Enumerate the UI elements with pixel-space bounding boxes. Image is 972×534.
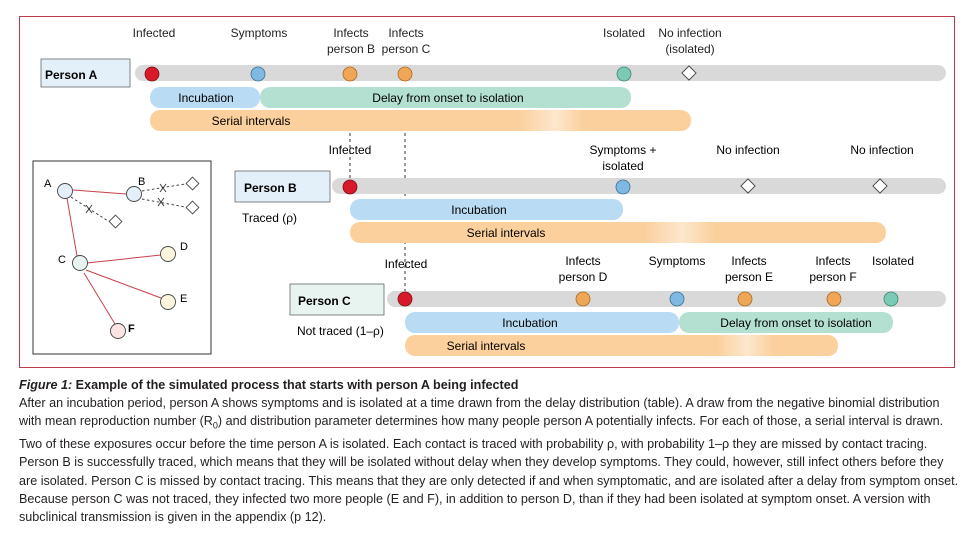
person-a-label: Person A xyxy=(45,68,98,82)
no-infection-diamond xyxy=(681,65,697,81)
person-c-label: Person C xyxy=(298,294,351,308)
infects-c-label: Infects xyxy=(388,26,423,40)
symptoms-dot xyxy=(669,291,685,307)
node-blocked-diamond xyxy=(185,200,200,215)
figure-label: Figure 1: xyxy=(19,378,73,392)
isolated-label: Isolated xyxy=(872,254,914,268)
infects-dot xyxy=(826,291,842,307)
person-c-box xyxy=(289,283,385,316)
person-c-status: Not traced (1–ρ) xyxy=(297,324,384,338)
incubation-label: Incubation xyxy=(178,91,233,105)
person-a-box xyxy=(40,58,131,88)
infected-label: Infected xyxy=(329,143,372,157)
timeline-track xyxy=(135,65,946,81)
incubation-bar xyxy=(350,199,623,220)
incubation-label: Incubation xyxy=(451,203,506,217)
delay-label: Delay from onset to isolation xyxy=(720,316,871,330)
infected-dot xyxy=(397,291,413,307)
edge-c-d xyxy=(86,254,162,264)
infects-dot xyxy=(737,291,753,307)
serial-label: Serial intervals xyxy=(467,226,546,240)
infects-dot xyxy=(397,66,413,82)
infects-d-label-2: person D xyxy=(559,270,608,284)
infects-b-label-2: person B xyxy=(327,42,375,56)
caption-title-text: Example of the simulated process that st… xyxy=(72,378,519,392)
node-b xyxy=(126,186,142,202)
figure-caption: Figure 1: Example of the simulated proce… xyxy=(19,376,959,526)
isolated-label: Isolated xyxy=(603,26,645,40)
infects-dot xyxy=(342,66,358,82)
transmission-diagram: Person A Infected Symptoms Infects perso… xyxy=(32,26,946,356)
no-infection-diamond xyxy=(872,178,888,194)
symptoms-label: Symptoms xyxy=(231,26,288,40)
person-b-status: Traced (ρ) xyxy=(242,211,297,225)
edge-c-e xyxy=(85,269,162,299)
delay-bar xyxy=(679,312,893,333)
node-blocked-diamond xyxy=(108,214,123,229)
incubation-label: Incubation xyxy=(502,316,557,330)
blocked-edge-b2 xyxy=(141,198,186,208)
isolated-dot xyxy=(616,66,632,82)
person-b-box xyxy=(234,170,331,203)
no-infection-label: No infection xyxy=(850,143,913,157)
node-d-label: D xyxy=(180,241,188,253)
node-a xyxy=(57,183,73,199)
serial-bar xyxy=(405,335,838,356)
timeline-track xyxy=(387,291,946,307)
no-infection-label: No infection xyxy=(658,26,721,40)
person-c-timeline: Person C Not traced (1–ρ) Infected Infec… xyxy=(289,254,946,356)
symptoms-isolated-label-2: isolated xyxy=(602,159,643,173)
delay-bar xyxy=(260,87,631,108)
serial-label: Serial intervals xyxy=(447,339,526,353)
infects-f-label: Infects xyxy=(815,254,850,268)
symptoms-label: Symptoms xyxy=(649,254,706,268)
person-a-timeline: Person A Infected Symptoms Infects perso… xyxy=(40,26,946,131)
no-infection-label: No infection xyxy=(716,143,779,157)
person-b-label: Person B xyxy=(244,181,297,195)
node-e-label: E xyxy=(180,293,187,305)
infects-d-label: Infects xyxy=(565,254,600,268)
symptoms-isolated-dot xyxy=(615,179,631,195)
edge-a-b xyxy=(72,189,127,195)
node-e xyxy=(160,294,176,310)
incubation-bar xyxy=(405,312,679,333)
node-f xyxy=(110,323,126,339)
person-b-timeline: Person B Traced (ρ) Infected Symptoms + … xyxy=(234,143,946,243)
isolated-dot xyxy=(883,291,899,307)
timeline-track xyxy=(332,178,946,194)
delay-label: Delay from onset to isolation xyxy=(372,91,523,105)
caption-title: Figure 1: Example of the simulated proce… xyxy=(19,376,959,394)
infected-label: Infected xyxy=(133,26,176,40)
serial-bar xyxy=(150,110,691,131)
caption-body: After an incubation period, person A sho… xyxy=(19,396,959,524)
node-b-label: B xyxy=(138,176,145,188)
infects-e-label: Infects xyxy=(731,254,766,268)
infected-dot xyxy=(342,179,358,195)
infected-dot xyxy=(144,66,160,82)
infects-dot xyxy=(575,291,591,307)
infects-e-label-2: person E xyxy=(725,270,773,284)
no-infection-diamond xyxy=(740,178,756,194)
symptoms-dot xyxy=(250,66,266,82)
serial-bar xyxy=(350,222,886,243)
infected-label: Infected xyxy=(385,257,428,271)
node-f-label: F xyxy=(128,323,135,335)
serial-label: Serial intervals xyxy=(212,114,291,128)
no-infection-label-2: (isolated) xyxy=(665,42,714,56)
figure-frame: Person A Infected Symptoms Infects perso… xyxy=(19,16,955,368)
infects-b-label: Infects xyxy=(333,26,368,40)
infects-c-label-2: person C xyxy=(382,42,431,56)
node-blocked-diamond xyxy=(185,176,200,191)
infects-f-label-2: person F xyxy=(809,270,856,284)
node-d xyxy=(160,246,176,262)
node-c xyxy=(72,255,88,271)
node-c-label: C xyxy=(58,254,66,266)
edge-c-f xyxy=(83,272,116,325)
symptoms-isolated-label: Symptoms + xyxy=(589,143,656,157)
edge-a-c xyxy=(66,197,78,257)
incubation-bar xyxy=(150,87,260,108)
node-a-label: A xyxy=(44,178,52,190)
network-inset: A B C D E F xyxy=(32,160,212,355)
